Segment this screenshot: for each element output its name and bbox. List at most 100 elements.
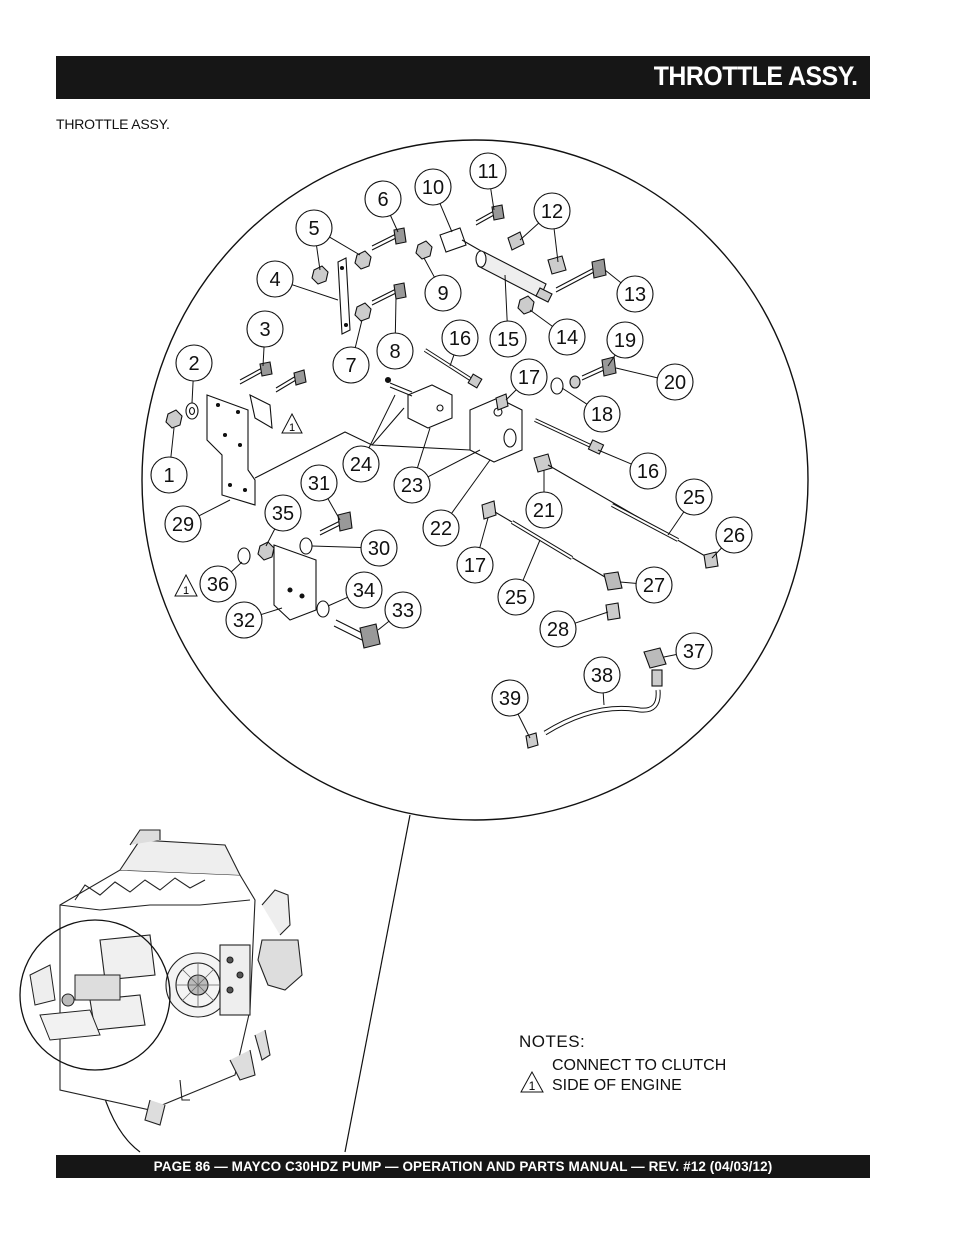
callout-leader [261,607,283,616]
warning-symbol-label: 1 [183,585,189,597]
callout-circle [384,591,422,629]
callout-circle [675,632,713,670]
callout-label: 5 [308,218,319,240]
callout-leader [574,611,609,624]
callout-label: 18 [591,404,613,426]
callout-circle [414,168,452,206]
callout-leader [553,228,559,263]
callout-30: 30 [311,529,398,567]
warning-icon: 1 [174,573,198,597]
engine-detail-circle [19,919,171,1071]
callout-circle [469,152,507,190]
callout-circle [656,363,694,401]
callout-leader [449,354,455,367]
callout-label: 16 [449,328,471,350]
callout-leader [602,692,605,706]
header-bar: THROTTLE ASSY. [56,56,870,99]
callout-label: 9 [437,283,448,305]
callout-label: 8 [389,341,400,363]
callout-32: 32 [225,601,283,639]
callout-label: 16 [637,461,659,483]
callout-label: 35 [272,503,294,525]
warning-icon: 1 [520,1070,544,1093]
callout-circle [456,546,494,584]
callout-13: 13 [604,269,654,313]
callout-circle [360,529,398,567]
callout-label: 19 [614,330,636,352]
callout-leader [504,274,508,322]
callout-36: 36 [199,561,243,603]
callout-circle [491,679,529,717]
callout-17: 17 [456,517,494,584]
callout-33: 33 [377,591,422,631]
callout-label: 34 [353,580,375,602]
callout-leader [191,380,194,404]
callout-circle [489,320,527,358]
callout-label: 4 [269,269,280,291]
callout-circle [342,445,380,483]
callout-19: 19 [606,321,644,367]
callout-label: 29 [172,514,194,536]
callout-circle [376,332,414,370]
callout-16: 16 [441,319,479,367]
callout-leader [377,620,390,631]
callout-label: 15 [497,329,519,351]
callout-circle [497,578,535,616]
callout-28: 28 [539,610,609,648]
callout-23: 23 [393,427,481,504]
callout-11: 11 [469,152,507,211]
callout-12: 12 [519,192,571,263]
callout-circle [199,565,237,603]
callout-leader [597,449,632,465]
callout-3: 3 [246,310,284,367]
callout-18: 18 [561,387,621,433]
engine-illustration [59,829,303,1126]
callout-5: 5 [295,209,361,271]
callout-leader [291,284,339,301]
callout-leader [667,511,685,536]
callout-leader [490,188,495,211]
callout-leader [416,427,431,468]
callout-circle [606,321,644,359]
callout-label: 1 [163,465,174,487]
callout-leader [451,459,491,514]
callout-label: 20 [664,372,686,394]
callout-label: 21 [533,500,555,522]
callout-label: 36 [207,574,229,596]
callout-leader [394,297,397,334]
callout-leader [354,319,363,348]
callout-35: 35 [264,494,302,547]
exploded-parts [165,204,719,749]
callout-leader [711,547,722,559]
callout-label: 13 [624,284,646,306]
callout-circle [422,509,460,547]
callout-leader [615,367,658,379]
callout-label: 23 [401,475,423,497]
callout-leader [529,309,553,327]
callout-leader [327,596,348,607]
callout-circle [635,566,673,604]
callout-circle [675,478,713,516]
page-title: THROTTLE ASSY. [654,61,858,91]
callout-2: 2 [175,344,213,404]
callout-label: 30 [368,538,390,560]
notes-title: NOTES: [519,1032,586,1051]
callout-leader [522,539,541,581]
callout-label: 22 [430,518,452,540]
callout-leader [607,354,616,367]
callout-17: 17 [505,358,548,401]
callout-leader [561,387,588,405]
callout-1: 1 [150,427,188,494]
callout-label: 28 [547,619,569,641]
callout-20: 20 [615,363,694,401]
callout-circle [510,358,548,396]
detail-circle [141,139,809,821]
engine-detail-parts [29,964,121,1041]
callout-25: 25 [667,478,713,536]
callout-leader [329,236,361,256]
callout-27: 27 [619,566,673,604]
note-symbol-label: 1 [529,1079,536,1093]
callout-leader [316,245,321,271]
callout-circle [300,464,338,502]
callout-21: 21 [525,470,563,529]
